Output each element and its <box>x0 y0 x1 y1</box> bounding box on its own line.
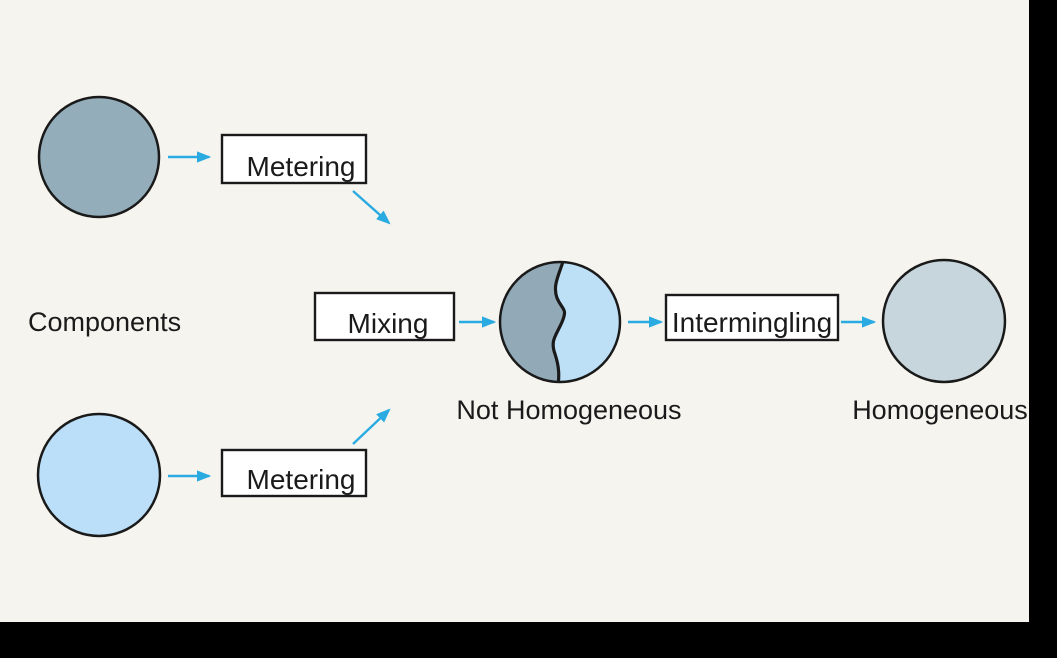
mixing-box <box>313 291 456 342</box>
mixing-label: Mixing <box>348 308 429 339</box>
frame-right-strip <box>1029 0 1057 658</box>
not-homogeneous-circle <box>498 260 622 384</box>
component-top-circle <box>37 95 161 219</box>
intermingling-label: Intermingling <box>672 307 832 338</box>
metering-bottom-box <box>220 448 368 498</box>
components-label: Components <box>28 307 181 337</box>
not-homogeneous-label: Not Homogeneous <box>456 395 681 425</box>
homogeneous-circle <box>881 258 1007 384</box>
frame-bottom-strip <box>0 622 1057 658</box>
intermingling-box <box>664 293 840 342</box>
mixture-divider-wavy-line <box>551 262 568 382</box>
component-bottom-circle <box>36 412 162 538</box>
arrow-metering-top-to-mixing <box>352 190 391 225</box>
metering-bottom-label: Metering <box>247 464 356 495</box>
metering-top-box <box>220 133 368 185</box>
arrow-metering-bottom-to-mixing <box>352 408 391 445</box>
homogeneous-label: Homogeneous <box>852 395 1028 425</box>
metering-top-label: Metering <box>247 151 356 182</box>
